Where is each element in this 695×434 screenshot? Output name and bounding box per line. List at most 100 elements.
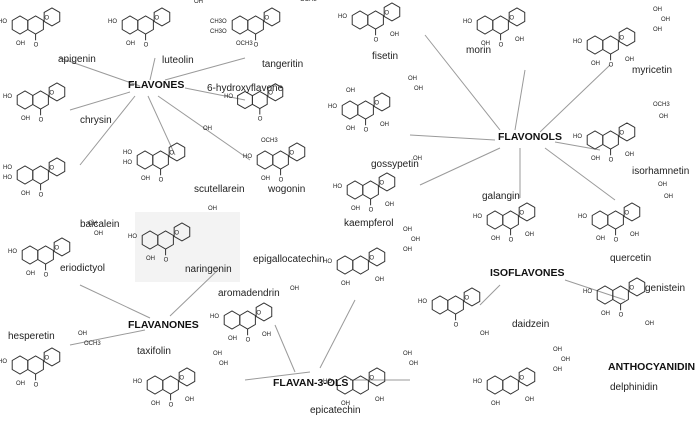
- svg-text:OH: OH: [480, 331, 489, 337]
- label-aromadendrin: aromadendrin: [218, 288, 280, 299]
- svg-text:OCH3: OCH3: [653, 102, 670, 108]
- svg-text:OH: OH: [94, 231, 103, 237]
- svg-text:O: O: [169, 151, 174, 157]
- svg-text:HO: HO: [133, 379, 142, 385]
- svg-text:O: O: [619, 131, 624, 137]
- svg-text:O: O: [34, 43, 39, 49]
- svg-text:OH: OH: [630, 232, 639, 238]
- label-delphinidin: delphinidin: [610, 382, 658, 393]
- svg-text:HO: HO: [333, 184, 342, 190]
- svg-text:OH: OH: [228, 336, 237, 342]
- label-eriodictyol: eriodictyol: [60, 263, 106, 274]
- svg-text:OH: OH: [491, 401, 500, 407]
- svg-text:HO: HO: [123, 160, 132, 166]
- label-chrysin: chrysin: [80, 115, 112, 126]
- svg-text:HO: HO: [578, 214, 587, 220]
- svg-text:HO: HO: [128, 234, 137, 240]
- svg-text:O: O: [174, 231, 179, 237]
- svg-text:OH: OH: [591, 61, 600, 67]
- svg-text:HO: HO: [323, 259, 332, 265]
- label-tangeritin: tangeritin: [262, 59, 304, 70]
- svg-text:O: O: [49, 166, 54, 172]
- svg-text:O: O: [289, 151, 294, 157]
- svg-text:O: O: [369, 256, 374, 262]
- svg-text:OCH3: OCH3: [300, 0, 317, 3]
- class-flavanones: FLAVANONES: [128, 319, 199, 331]
- label-scutellarein: scutellarein: [194, 184, 245, 195]
- svg-text:HO: HO: [0, 19, 7, 25]
- svg-text:OH: OH: [653, 7, 662, 13]
- svg-text:OH: OH: [553, 347, 562, 353]
- svg-text:HO: HO: [3, 175, 12, 181]
- svg-text:OH: OH: [625, 152, 634, 158]
- svg-text:OH: OH: [185, 397, 194, 403]
- svg-text:O: O: [264, 16, 269, 22]
- svg-text:O: O: [374, 38, 379, 44]
- svg-text:OH: OH: [219, 361, 228, 367]
- svg-text:O: O: [519, 211, 524, 217]
- svg-text:OH: OH: [385, 202, 394, 208]
- svg-text:O: O: [509, 238, 514, 244]
- svg-text:O: O: [384, 11, 389, 17]
- svg-text:HO: HO: [108, 19, 117, 25]
- svg-text:OH: OH: [414, 86, 423, 92]
- svg-text:O: O: [164, 258, 169, 264]
- svg-text:OH: OH: [346, 88, 355, 94]
- svg-text:OH: OH: [375, 277, 384, 283]
- svg-text:OH: OH: [208, 206, 217, 212]
- label-hesperetin: hesperetin: [8, 331, 55, 342]
- svg-text:OH: OH: [262, 332, 271, 338]
- label-wogonin: wogonin: [268, 184, 306, 195]
- class-anthocyanidins: ANTHOCYANIDINS: [608, 361, 695, 373]
- svg-text:OH: OH: [664, 194, 673, 200]
- svg-text:OH: OH: [411, 237, 420, 243]
- svg-text:OH: OH: [203, 126, 212, 132]
- label-genistein: genistein: [645, 283, 686, 294]
- svg-text:OH: OH: [409, 361, 418, 367]
- svg-text:OH: OH: [290, 286, 299, 292]
- svg-text:OH: OH: [146, 256, 155, 262]
- svg-text:OH: OH: [491, 236, 500, 242]
- svg-text:HO: HO: [323, 379, 332, 385]
- label-baicalein: baicalein: [80, 219, 120, 230]
- svg-text:O: O: [54, 246, 59, 252]
- svg-text:OH: OH: [661, 17, 670, 23]
- svg-text:O: O: [254, 43, 259, 49]
- svg-text:OH: OH: [26, 271, 35, 277]
- label-fisetin: fisetin: [372, 51, 399, 62]
- svg-text:HO: HO: [0, 359, 7, 365]
- svg-text:O: O: [246, 338, 251, 344]
- svg-text:OH: OH: [141, 176, 150, 182]
- svg-text:OCH3: OCH3: [236, 41, 253, 47]
- class-isoflavones: ISOFLAVONES: [490, 267, 565, 279]
- svg-text:OH: OH: [659, 114, 668, 120]
- svg-text:OH: OH: [375, 397, 384, 403]
- svg-text:O: O: [34, 383, 39, 389]
- svg-text:HO: HO: [224, 94, 233, 100]
- svg-text:O: O: [379, 181, 384, 187]
- label-apigenin: apigenin: [58, 54, 96, 65]
- svg-text:O: O: [279, 178, 284, 184]
- label-epicatechin: epicatechin: [310, 405, 361, 416]
- svg-text:O: O: [609, 158, 614, 164]
- class-flavonols: FLAVONOLS: [498, 131, 562, 143]
- svg-text:O: O: [619, 313, 624, 319]
- svg-text:O: O: [154, 16, 159, 22]
- svg-text:OH: OH: [525, 397, 534, 403]
- svg-text:O: O: [256, 311, 261, 317]
- svg-text:HO: HO: [573, 39, 582, 45]
- svg-text:HO: HO: [473, 214, 482, 220]
- svg-text:OH: OH: [645, 321, 654, 327]
- svg-text:CH3O: CH3O: [210, 29, 227, 35]
- svg-text:OH: OH: [596, 236, 605, 242]
- svg-text:HO: HO: [3, 165, 12, 171]
